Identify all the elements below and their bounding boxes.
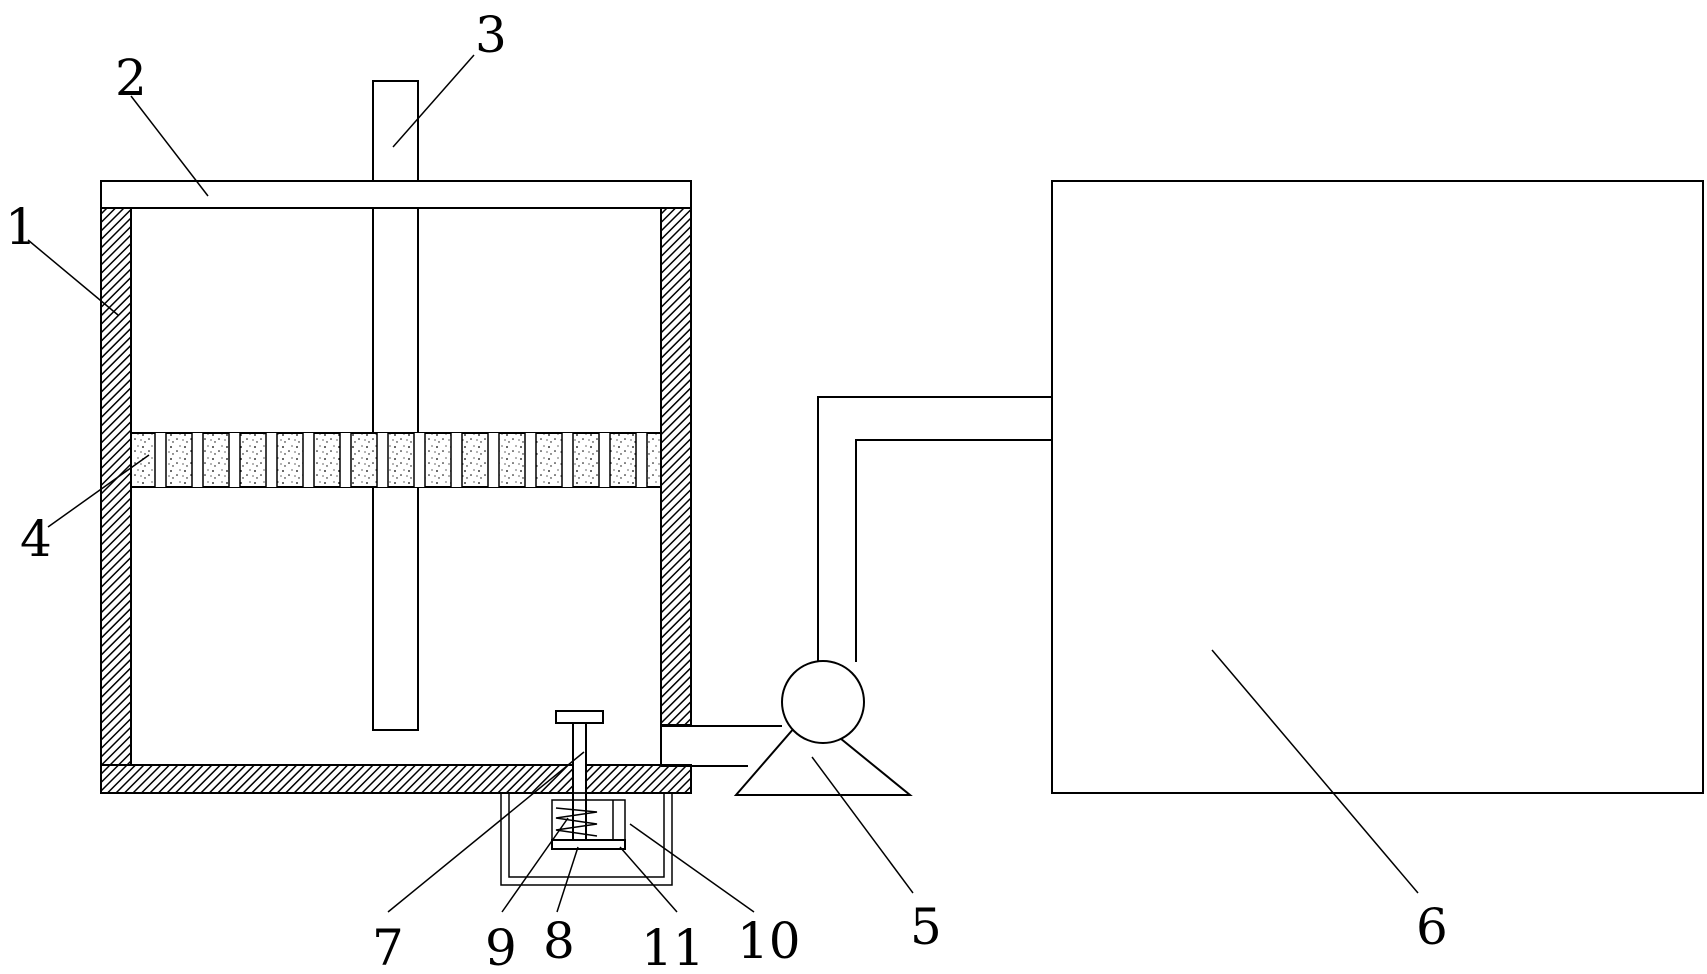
storage-tank [1051, 180, 1704, 794]
part-labels: 1 2 3 4 5 6 7 9 8 11 10 [5, 6, 1448, 974]
label-7: 7 [372, 919, 404, 974]
filter-slat [266, 433, 277, 487]
tank-right-wall [660, 207, 692, 726]
filter-slat [377, 433, 388, 487]
filter-slat [599, 433, 610, 487]
riser-pipe [817, 396, 1052, 662]
filter-plate [130, 432, 662, 488]
leader-line-4 [47, 454, 150, 528]
tank-body [100, 207, 692, 794]
leader-line-5 [811, 756, 914, 894]
pump-base [733, 710, 913, 796]
filter-slat [488, 433, 499, 487]
filter-slat [303, 433, 314, 487]
label-2: 2 [115, 49, 147, 107]
label-6: 6 [1416, 898, 1448, 956]
label-9: 9 [485, 919, 517, 974]
leader-line-7 [387, 751, 585, 913]
valve-sealing-plate [551, 839, 626, 850]
tank-left-wall [100, 207, 132, 794]
leader-line-1 [27, 239, 119, 316]
label-3: 3 [475, 6, 507, 64]
label-4: 4 [20, 510, 52, 568]
pump-casing [781, 660, 865, 744]
filter-slat [340, 433, 351, 487]
valve-handle-cap [555, 710, 604, 724]
valve-spring [555, 807, 598, 837]
shaft-upper [372, 80, 419, 182]
label-8: 8 [543, 912, 575, 970]
filter-slat [155, 433, 166, 487]
filter-plate-body [130, 432, 662, 488]
leader-line-8 [556, 846, 579, 913]
label-11: 11 [641, 919, 705, 974]
filter-slat [636, 433, 647, 487]
pump-assembly [660, 660, 913, 796]
leader-line-9 [501, 817, 569, 913]
leader-lines [27, 54, 1419, 913]
valve-stem [572, 722, 587, 842]
filter-slat [229, 433, 240, 487]
stirring-shaft [372, 80, 419, 731]
outlet-pipe [660, 725, 782, 767]
leader-line-2 [130, 95, 209, 197]
leader-line-6 [1211, 649, 1419, 894]
filter-slat [414, 433, 425, 487]
leader-line-11 [619, 846, 678, 913]
filter-slat [562, 433, 573, 487]
leader-line-10 [629, 823, 755, 913]
valve-inner-housing [508, 792, 665, 878]
filter-slat [451, 433, 462, 487]
filter-slat [192, 433, 203, 487]
label-10: 10 [737, 912, 801, 970]
tank-bottom-wall [100, 764, 692, 794]
filter-slat [525, 433, 536, 487]
tank-lid [100, 180, 692, 209]
label-1: 1 [5, 198, 37, 256]
leader-line-3 [392, 54, 475, 148]
label-5: 5 [910, 898, 942, 956]
